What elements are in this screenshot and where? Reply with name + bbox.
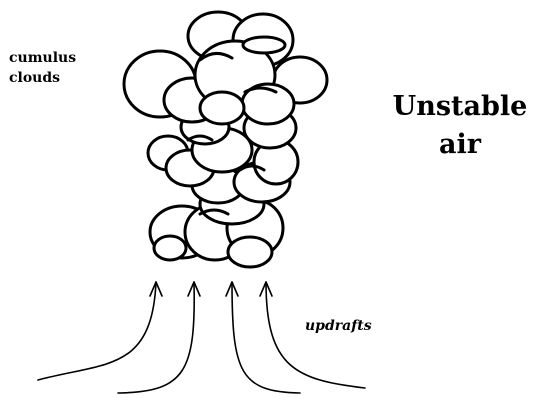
cumulus-label-line-1: cumulus (9, 48, 76, 68)
cumulus-label-line-2: clouds (9, 68, 76, 88)
updraft-arrow-1 (38, 282, 162, 380)
updraft-arrow-2 (118, 282, 200, 393)
cumulus-clouds-label: cumulus clouds (9, 48, 76, 88)
unstable-air-label: Unstable air (380, 88, 539, 164)
cumulus-cloud (124, 12, 327, 267)
updraft-arrows (38, 282, 365, 393)
updrafts-label: updrafts (305, 316, 372, 336)
cloud-top (124, 12, 327, 124)
cloud-cap (243, 37, 285, 53)
unstable-label-line-2: air (380, 126, 539, 164)
unstable-label-line-1: Unstable (380, 88, 539, 126)
updraft-arrow-3 (226, 282, 300, 393)
